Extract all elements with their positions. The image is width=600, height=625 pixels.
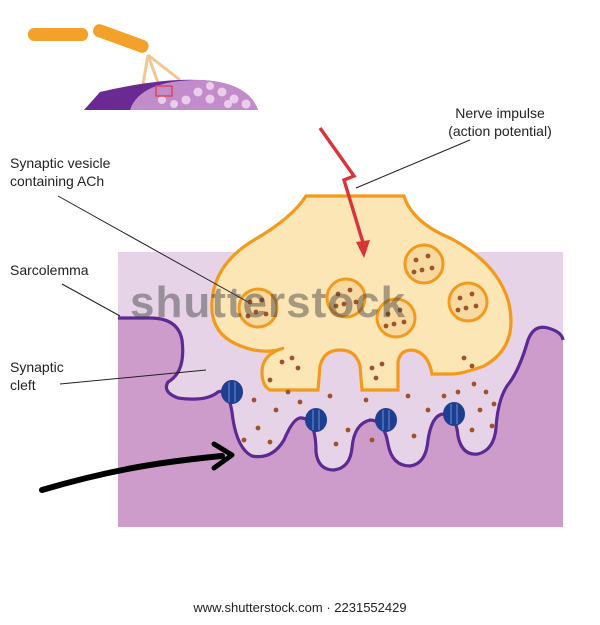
exocytosis-pockets [279,355,475,381]
nerve-impulse-arrow [318,127,370,258]
ach-receptor [443,402,465,426]
synaptic-vesicle-label: Synaptic vesicle containing ACh [10,154,110,190]
synaptic-cleft-label-line1: Synaptic [10,359,64,375]
hand-drawn-arrow [39,441,235,493]
inset-fibril [181,95,191,105]
synaptic-cleft-label: Synaptic cleft [10,358,64,394]
footer-credit: www.shutterstock.com · 2231552429 [193,600,407,615]
inset-fibril [170,100,178,108]
nerve-impulse-leader [355,139,471,189]
ach-receptor [221,380,243,404]
ach-receptors [221,380,465,432]
sarcolemma-membrane [118,316,565,472]
sarcolemma-label: Sarcolemma [10,262,89,278]
inset-fibril [229,94,239,104]
vesicle-leader [57,195,249,303]
inset-fibril [241,99,251,109]
nerve-impulse-label: Nerve impulse (action potential) [430,104,570,140]
inset-nerve-branch [147,53,181,82]
inset-fibril [206,82,214,90]
inset-fibril [217,87,227,97]
synaptic-vesicle [325,277,367,319]
synaptic-vesicle-label-line1: Synaptic vesicle [10,155,111,171]
cleft-leader [59,369,207,385]
inset-fibril [224,100,232,108]
ach-receptor [305,408,327,432]
inset-fibril [158,96,166,104]
synaptic-cleft-label-line2: cleft [10,377,36,393]
synaptic-vesicle [375,297,417,339]
synaptic-vesicle [403,243,445,285]
inset-axon-segment-2 [93,24,149,53]
synaptic-vesicle [237,287,279,329]
inset-fibril [193,87,203,97]
overview-inset [28,24,258,110]
ach-receptor [375,408,397,432]
sarcolemma-leader [61,283,121,317]
synaptic-vesicle [447,281,489,323]
inset-fibril [205,94,215,104]
nerve-impulse-label-line1: Nerve impulse [455,105,545,121]
acetylcholine-molecules [241,377,497,447]
inset-axon-segment-1 [28,28,88,41]
inset-zoom-box [155,85,173,97]
watermark: shutterstock [130,278,407,327]
synaptic-vesicles [237,243,489,339]
nerve-impulse-label-line2: (action potential) [448,123,552,139]
synaptic-vesicle-label-line2: containing ACh [10,173,105,189]
